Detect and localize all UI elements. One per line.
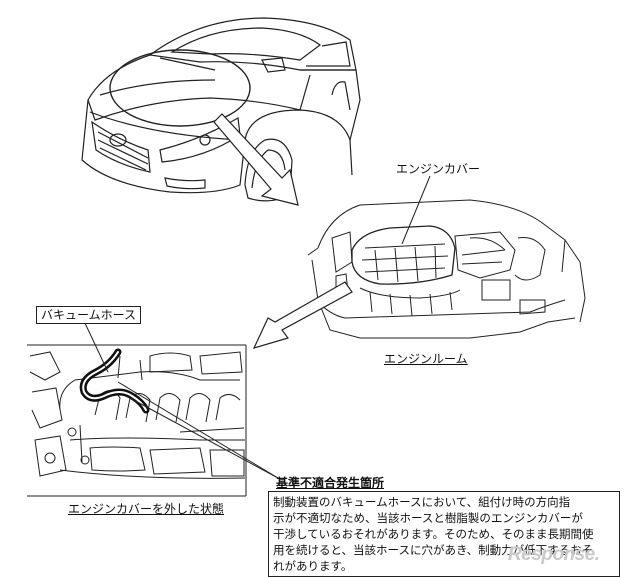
arrow-car-to-engine-room [213,113,299,206]
car-illustration [81,17,361,202]
note-line: 用を続けると、当該ホースに穴があき、制動力が低下するおそ [273,543,594,557]
arrow-engine-to-closeup [252,281,353,349]
vacuum-hose [79,348,150,414]
engine-room-illustration [307,199,586,339]
nonconformity-leader-1 [117,381,279,479]
vacuum-hose-leader [83,320,109,373]
nonconformity-note: 基準不適合発生箇所 制動装置のバキュームホースにおいて、組付け時の方向指 示が不… [268,476,620,577]
response-watermark: Response. [508,544,600,565]
nonconformity-title: 基準不適合発生箇所 [276,476,385,490]
engine-cover-leader [401,175,431,245]
note-line: 示が不適切なため、当該ホースと樹脂製のエンジンカバーが [273,511,583,525]
nonconformity-body: 制動装置のバキュームホースにおいて、組付け時の方向指 示が不適切なため、当該ホー… [268,491,620,577]
closeup-illustration [27,344,247,497]
note-line: 干渉しているおそれがあります。そのため、そのまま長期間使 [273,527,594,541]
note-line: 制動装置のバキュームホースにおいて、組付け時の方向指 [273,495,571,509]
engine-cover-label: エンジンカバー [396,162,481,176]
engine-room-label: エンジンルーム [384,352,468,366]
cover-removed-label: エンジンカバーを外した状態 [68,502,225,516]
nonconformity-leader-2 [129,397,279,479]
vacuum-hose-label: バキュームホース [36,306,142,324]
